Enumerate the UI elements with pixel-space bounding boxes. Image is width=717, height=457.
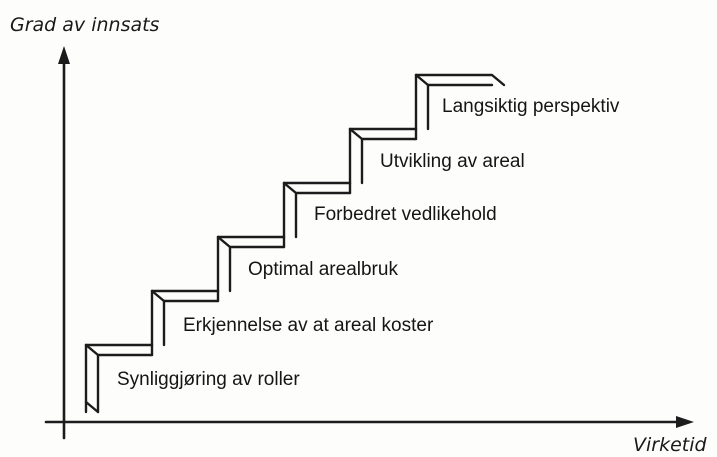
staircase bbox=[84, 73, 506, 414]
stair-tread-edge-5 bbox=[348, 127, 418, 141]
step-label-3: Optimal arealbruk bbox=[248, 259, 398, 280]
stair-tread-edge-2 bbox=[150, 289, 220, 303]
step-label-4: Forbedret vedlikehold bbox=[314, 204, 497, 225]
step-label-2: Erkjennelse av at areal koster bbox=[183, 315, 434, 336]
y-axis-title: Grad av innsats bbox=[10, 14, 160, 36]
x-axis-title: Virketid bbox=[633, 434, 708, 456]
stair-base-edge bbox=[84, 400, 100, 414]
x-axis-arrow-icon bbox=[676, 416, 694, 428]
stair-tread-edge-1 bbox=[84, 343, 154, 357]
stair-tread-edge-4 bbox=[282, 181, 352, 195]
stair-tread-edge-6 bbox=[414, 73, 494, 87]
y-axis-arrow-icon bbox=[58, 46, 70, 64]
step-label-6: Langsiktig perspektiv bbox=[442, 96, 620, 117]
step-label-1: Synliggjøring av roller bbox=[117, 369, 300, 390]
step-labels: Synliggjøring av roller Erkjennelse av a… bbox=[117, 96, 620, 390]
stair-tread-edge-3 bbox=[216, 235, 286, 249]
step-label-5: Utvikling av areal bbox=[380, 151, 525, 172]
axes bbox=[44, 46, 694, 440]
stair-tread-top-6 bbox=[414, 73, 506, 87]
